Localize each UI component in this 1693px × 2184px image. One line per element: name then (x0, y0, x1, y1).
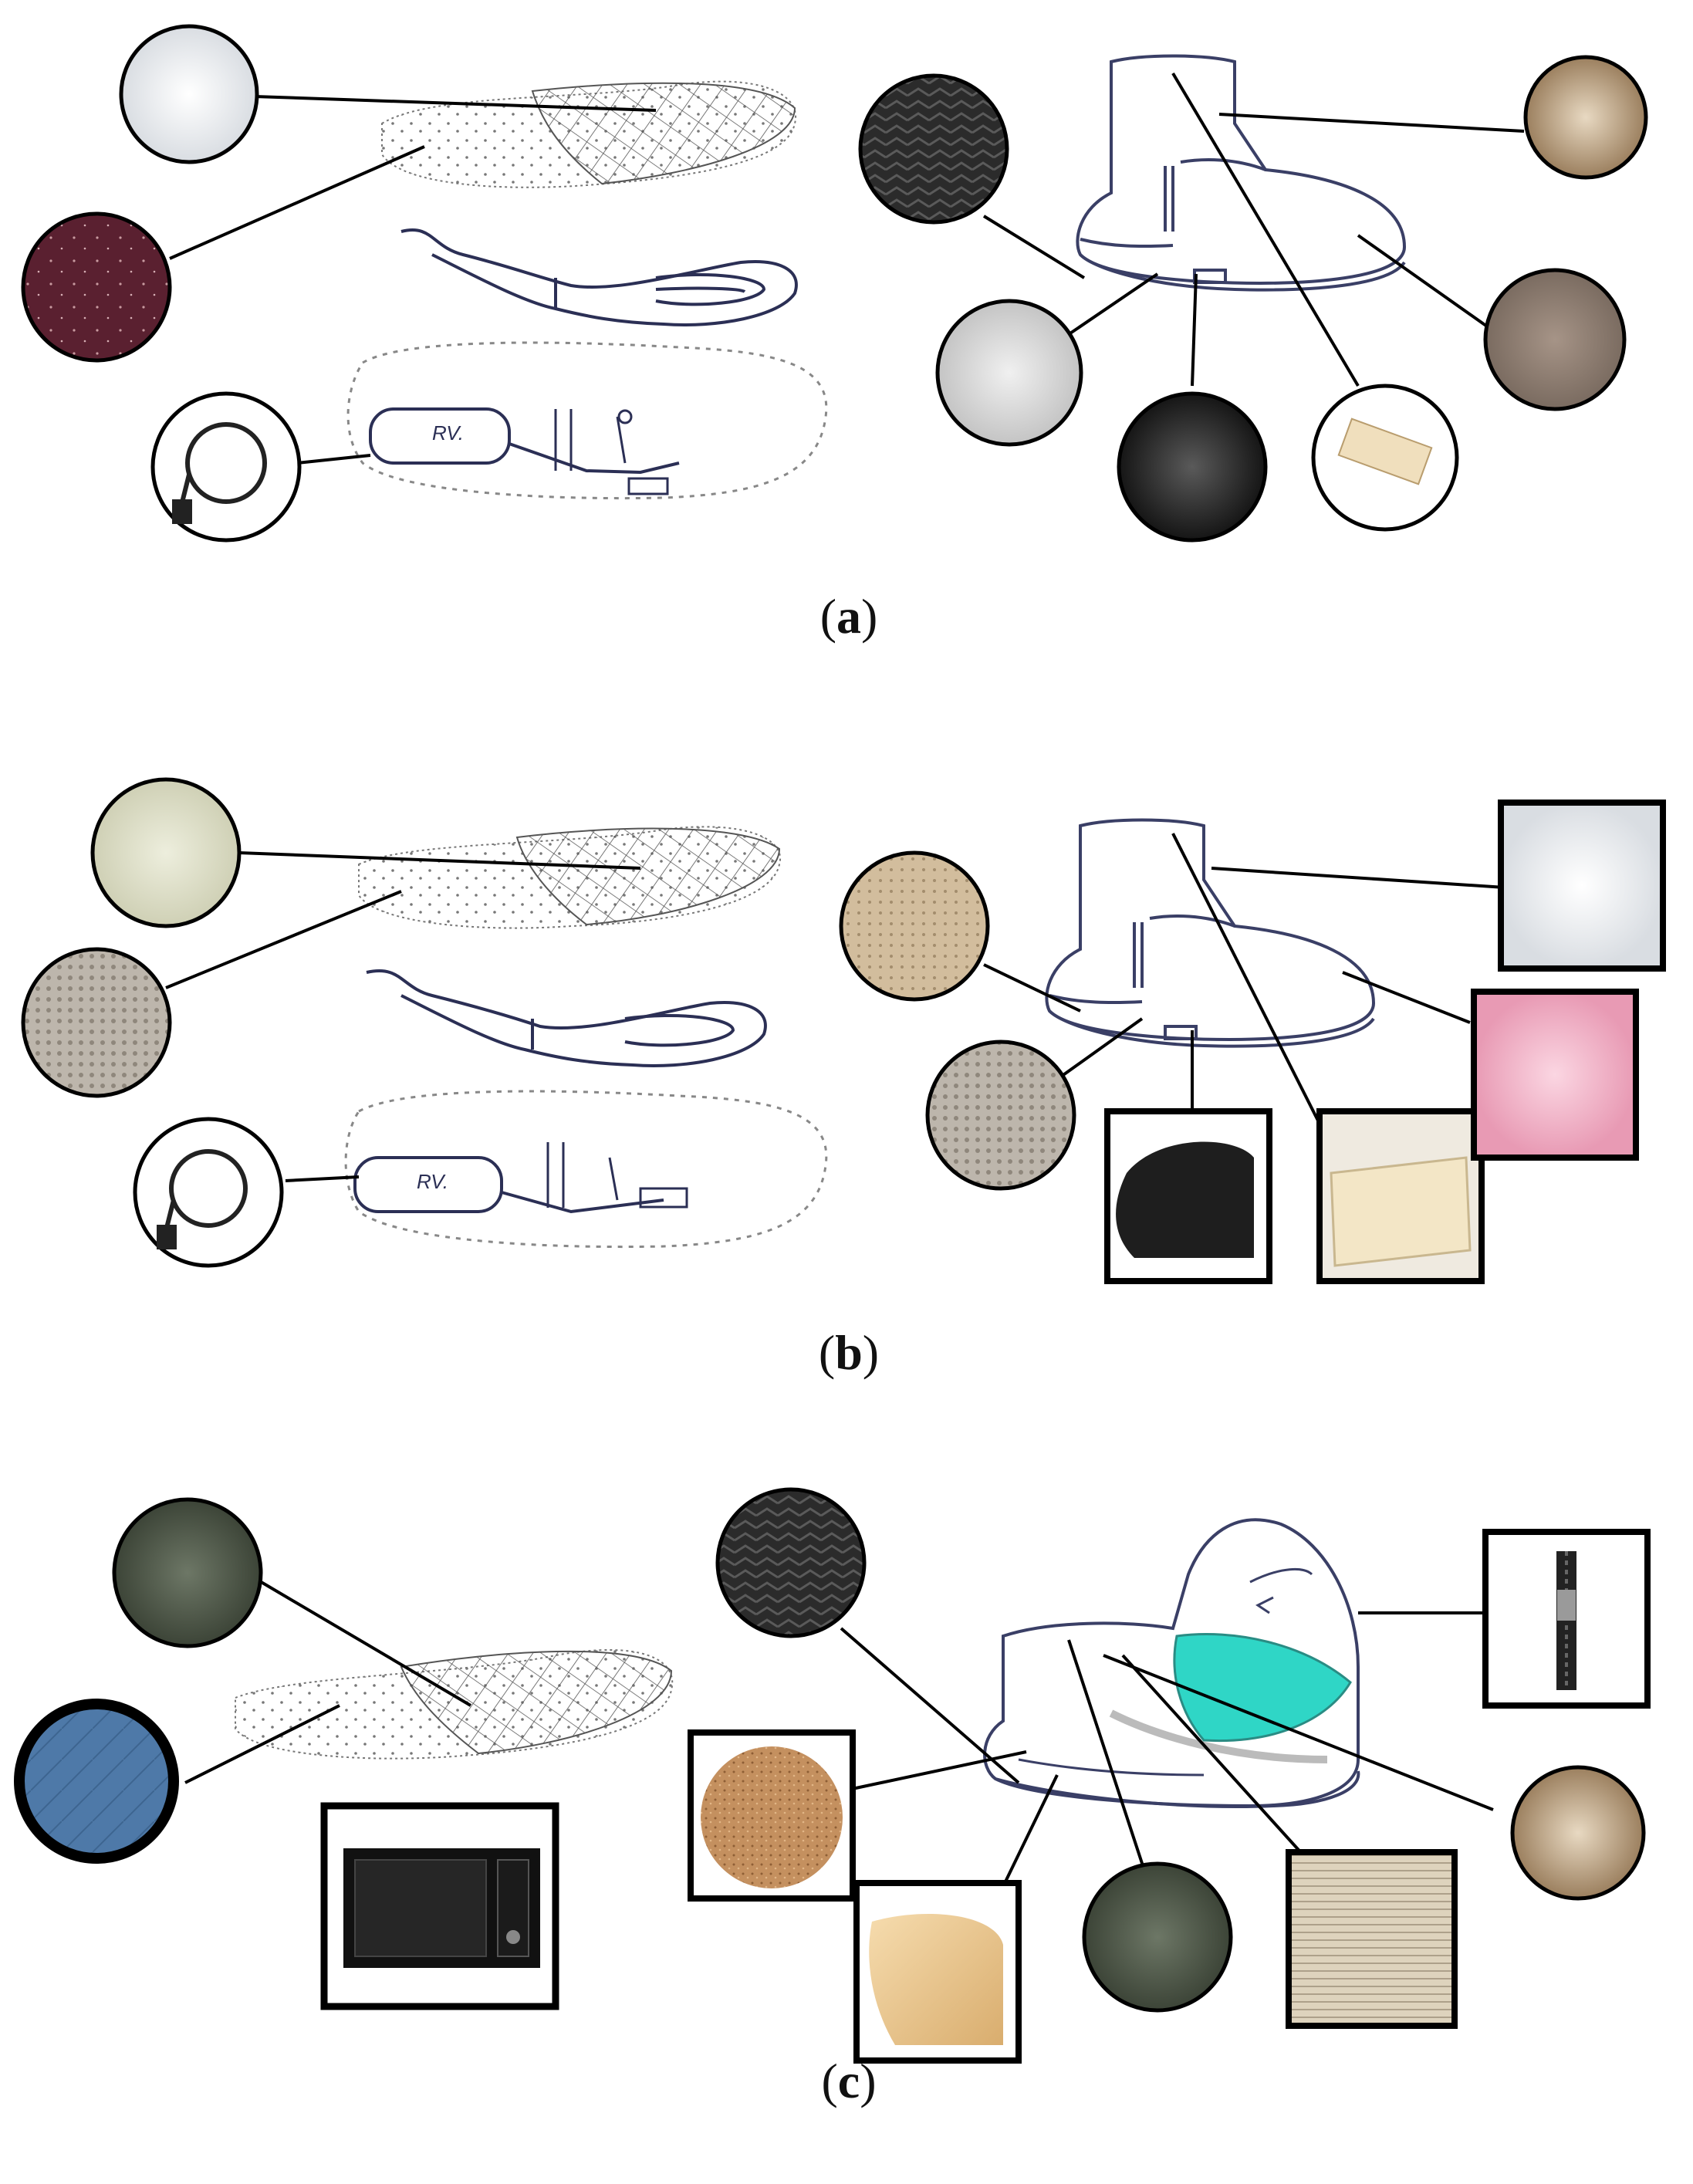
caption-b: (b) (818, 1325, 880, 1380)
light-gray-foam-swatch (935, 299, 1083, 447)
swatches-a (21, 24, 1648, 543)
shoe-sketch (983, 1518, 1360, 1808)
panel-b: RV. (21, 777, 1666, 1284)
olive-satin-swatch-2 (1082, 1861, 1233, 2013)
gray-mesh-swatch-2 (925, 1040, 1076, 1191)
olive-satin-swatch (112, 1497, 263, 1648)
usb-cable-icon (172, 422, 267, 524)
tan-perforated-leather-swatch (839, 850, 990, 1002)
battery-insole-sketch: RV. (344, 1090, 828, 1249)
battery-insole-sketch: RV. (346, 341, 828, 500)
linen-swatch (1286, 1849, 1458, 2029)
insole-logo: RV. (417, 1170, 448, 1193)
leader-lines-c (184, 1577, 1494, 1903)
boot-sketch (1076, 54, 1407, 292)
leader-lines-a (169, 72, 1525, 465)
swatches-b (21, 777, 1666, 1284)
wool-yarn-swatch (1510, 1765, 1646, 1901)
panel-c (14, 1487, 1651, 2064)
insole-sketch (381, 80, 797, 188)
cuff-padding (1173, 1633, 1352, 1743)
panel-a: RV. (21, 24, 1648, 543)
white-fleece-swatch (1498, 800, 1666, 972)
caption-c: (c) (821, 2054, 877, 2108)
heating-element-sketch (400, 228, 798, 326)
heating-element-sketch (366, 969, 767, 1067)
zipper-icon (1556, 1551, 1576, 1690)
microwave-icon (343, 1848, 540, 1968)
caption-a: (a) (819, 589, 878, 644)
chevron-rubber-sole-swatch (715, 1487, 867, 1638)
cork-disc-icon (701, 1746, 843, 1888)
black-rubber-roll-swatch (1117, 391, 1268, 543)
felt-layer-icon (1337, 418, 1433, 485)
felt-sheets-icon (1330, 1156, 1472, 1267)
insole-sketch (358, 826, 782, 929)
wool-yarn-swatch (1523, 55, 1648, 180)
chevron-rubber-sole-swatch (858, 73, 1009, 225)
pink-plush-swatch (1471, 989, 1639, 1161)
boot-sketch (1045, 818, 1376, 1048)
black-rubber-roll-icon (1116, 1141, 1254, 1258)
leather-roll-icon (869, 1914, 1003, 2045)
insole-sketch (235, 1649, 674, 1760)
taupe-fabric-swatch (1483, 268, 1627, 411)
insole-logo: RV. (432, 421, 464, 445)
white-fleece-swatch (119, 24, 259, 164)
gray-mesh-swatch (21, 947, 172, 1098)
blue-denim-swatch (14, 1699, 179, 1864)
burgundy-fabric-swatch (21, 211, 172, 363)
cream-sherpa-swatch (90, 777, 242, 928)
swatches-c (14, 1487, 1651, 2064)
usb-cable-icon (157, 1149, 248, 1249)
